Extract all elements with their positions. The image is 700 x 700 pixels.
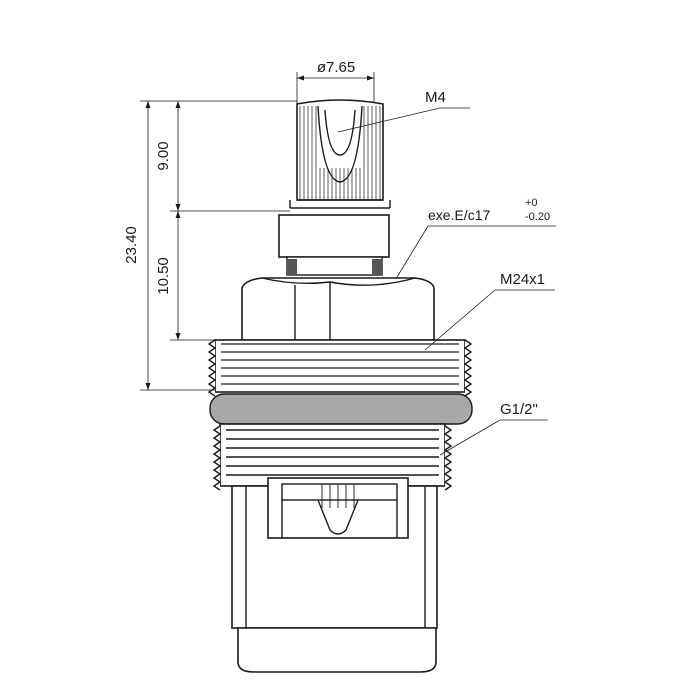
- m4-callout: M4: [337, 89, 470, 133]
- thread-edge: [207, 339, 217, 397]
- thread-edge: [212, 425, 222, 491]
- m24-label: M24x1: [500, 271, 545, 288]
- dim-lines: 23.40 9.00 10.50: [123, 100, 297, 391]
- spline-tol-lower: -0.20: [525, 211, 550, 223]
- spline-label: exe.E/c17: [428, 207, 490, 223]
- seal-ring: [209, 393, 473, 425]
- m24-callout: M24x1: [424, 271, 555, 351]
- lower-body: [231, 477, 438, 673]
- g12-callout: G1/2": [439, 401, 548, 456]
- spline-callout: exe.E/c17 +0 -0.20: [387, 197, 556, 293]
- dim-total-label: 23.40: [123, 226, 140, 264]
- stem-knurled-head: [289, 99, 391, 209]
- thread-edge: [443, 425, 453, 491]
- g12-label: G1/2": [500, 401, 538, 418]
- dim-top-label: 9.00: [155, 141, 172, 170]
- spline-collar: [278, 214, 390, 276]
- dim-middle-label: 10.50: [155, 257, 172, 295]
- m24-thread: [207, 339, 473, 397]
- spline-tol-upper: +0: [525, 197, 538, 209]
- thread-edge: [463, 339, 473, 397]
- m4-label: M4: [425, 89, 446, 106]
- diameter-label: ø7.65: [317, 59, 355, 76]
- g12-thread: [212, 423, 453, 491]
- hex-nut: [241, 277, 435, 341]
- diameter-dimension: ø7.65: [296, 59, 375, 104]
